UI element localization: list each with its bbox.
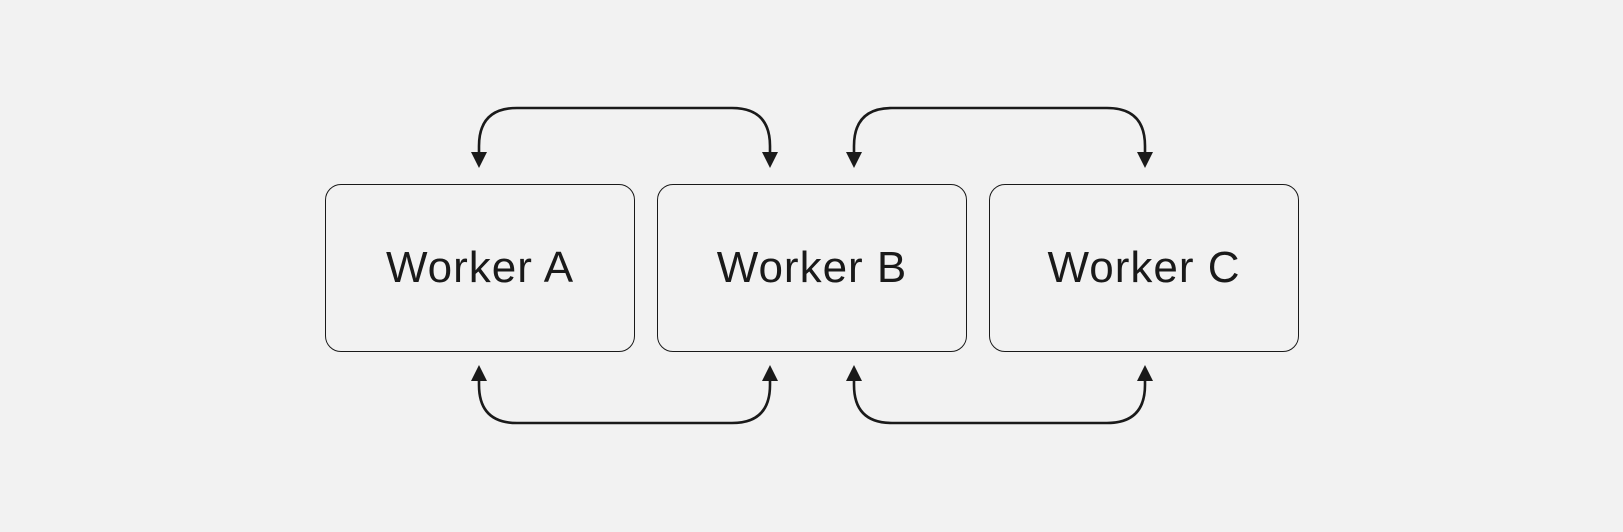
connector-top-b-c [852,106,1147,153]
connector-bottom-a-b [477,380,772,425]
connector-top-a-b [477,106,772,153]
arrowhead-down-icon [471,152,487,168]
arrowhead-down-icon [1137,152,1153,168]
arrowhead-up-icon [1137,365,1153,381]
worker-b-node: Worker B [657,184,967,352]
worker-b-label: Worker B [716,243,908,292]
worker-c-label: Worker C [1047,243,1241,292]
worker-a-node: Worker A [325,184,635,352]
arrowhead-down-icon [762,152,778,168]
connector-bottom-b-c [852,380,1147,425]
arrowhead-up-icon [471,365,487,381]
worker-a-label: Worker A [385,243,575,292]
worker-c-node: Worker C [989,184,1299,352]
arrowhead-down-icon [846,152,862,168]
arrowhead-up-icon [846,365,862,381]
arrowhead-up-icon [762,365,778,381]
